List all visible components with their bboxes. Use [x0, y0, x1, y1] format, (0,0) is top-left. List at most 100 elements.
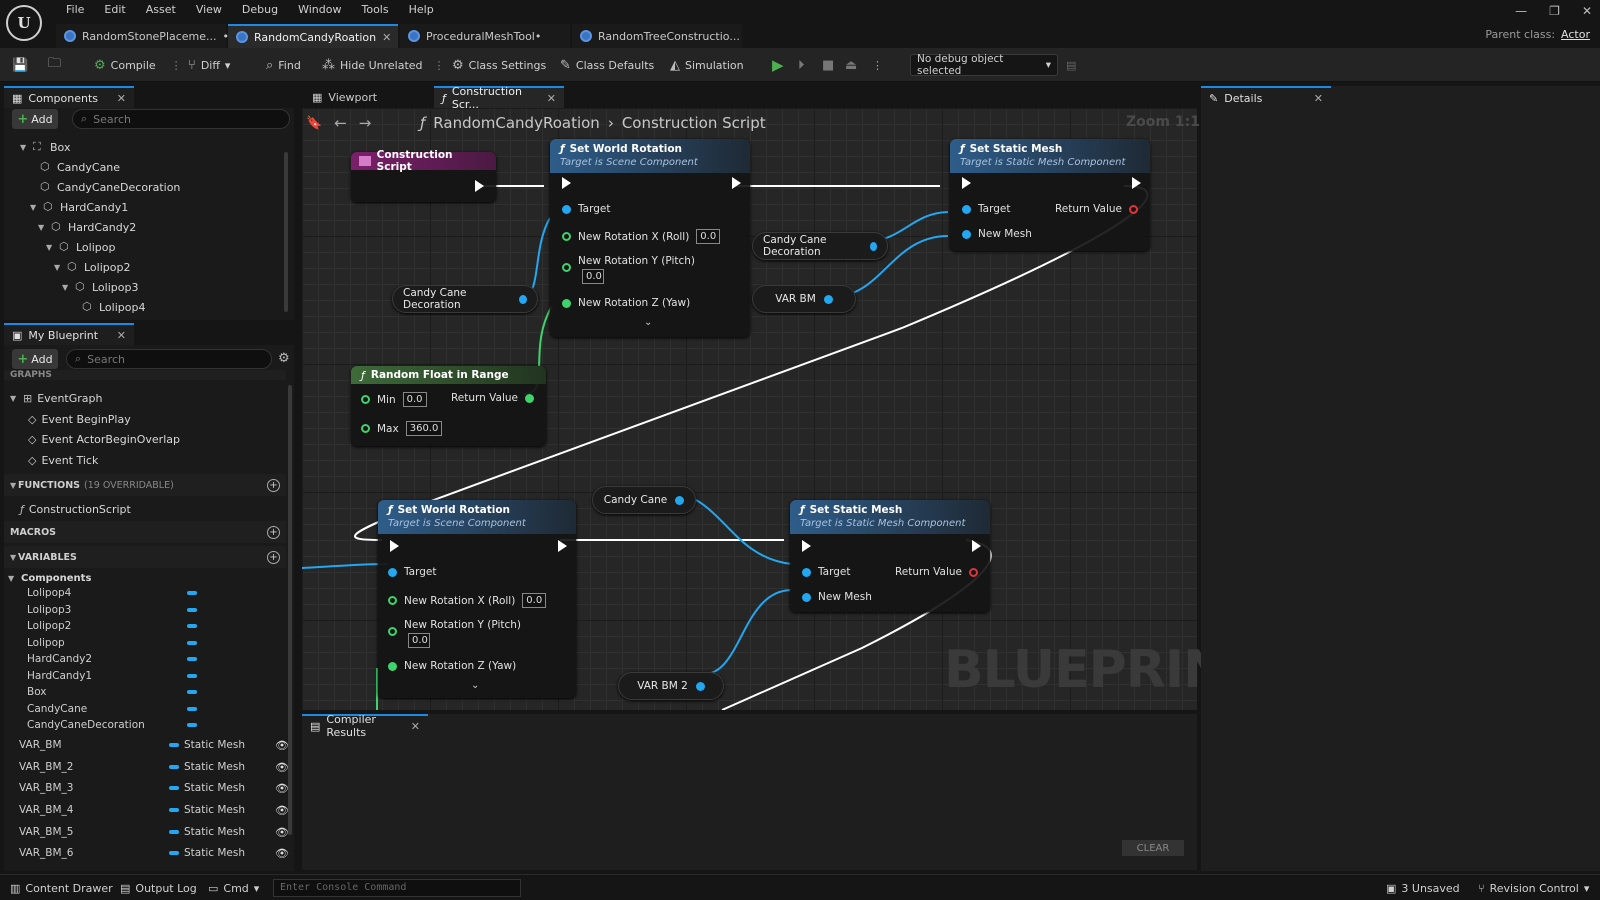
component-var-row[interactable]: Lolipop4 [27, 585, 197, 601]
event-graph-item[interactable]: ▼⊞EventGraph [10, 391, 103, 405]
content-drawer-button[interactable]: ▥Content Drawer [10, 881, 113, 895]
tab-random-candy[interactable]: RandomCandyRoation ✕ [228, 24, 398, 48]
event-begin-play[interactable]: ◇Event BeginPlay [28, 412, 131, 426]
unreal-logo-icon[interactable]: U [6, 5, 42, 41]
components-tab[interactable]: ▦ Components ✕ [4, 86, 134, 108]
new-mesh-pin[interactable]: New Mesh [962, 228, 1032, 240]
tree-item-candycanedecoration[interactable]: ⬡CandyCaneDecoration [40, 180, 181, 194]
tree-item-candycane[interactable]: ⬡CandyCane [40, 160, 121, 174]
simulation-button[interactable]: ◭Simulation [670, 57, 744, 73]
add-variable-icon[interactable]: + [267, 550, 280, 564]
event-actor-begin-overlap[interactable]: ◇Event ActorBeginOverlap [28, 432, 180, 446]
component-var-row[interactable]: Lolipop2 [27, 618, 197, 634]
macros-header[interactable]: MACROS+ [4, 521, 286, 543]
add-function-icon[interactable]: + [267, 478, 280, 492]
component-var-row[interactable]: CandyCane [27, 701, 197, 717]
tab-viewport[interactable]: ▦Viewport [312, 90, 378, 104]
exec-out-pin[interactable] [1132, 177, 1141, 189]
eject-button[interactable]: ⏏ [845, 48, 857, 82]
play-options-button[interactable]: ⋮ [872, 48, 883, 82]
tab-random-tree[interactable]: RandomTreeConstructio... [572, 24, 742, 48]
blueprint-scrollbar[interactable] [288, 385, 292, 835]
step-button[interactable]: ⏵ [798, 48, 805, 82]
close-icon[interactable]: ✕ [410, 719, 420, 733]
var-bm2-getter[interactable]: VAR BM 2 [618, 672, 724, 700]
component-var-row[interactable]: CandyCaneDecoration [27, 717, 197, 733]
candy-cane-decoration-getter[interactable]: Candy Cane Decoration [752, 232, 888, 260]
bookmark-icon[interactable]: 🔖 [306, 115, 323, 131]
browse-button[interactable]: 🗀 [48, 48, 61, 82]
unsaved-button[interactable]: ▣3 Unsaved [1386, 881, 1460, 895]
construction-script-node[interactable]: Construction Script [351, 149, 496, 202]
exec-out-pin[interactable] [475, 180, 484, 192]
close-icon[interactable]: ✕ [546, 91, 556, 105]
eye-icon[interactable]: 👁 [275, 803, 289, 817]
exec-in-pin[interactable] [962, 177, 971, 189]
target-pin[interactable]: Target [962, 203, 1010, 215]
tree-item-hardcandy2[interactable]: ▼⬡HardCandy2 [38, 220, 137, 234]
class-defaults-button[interactable]: ✎Class Defaults [560, 57, 655, 73]
exec-out-pin[interactable] [972, 540, 981, 552]
exec-in-pin[interactable] [390, 540, 399, 552]
tree-item-lolipop2[interactable]: ▼⬡Lolipop2 [54, 260, 131, 274]
menu-file[interactable]: File [66, 3, 85, 16]
eye-icon[interactable]: 👁 [275, 825, 289, 839]
eye-icon[interactable]: 👁 [275, 738, 289, 752]
menu-help[interactable]: Help [408, 3, 434, 16]
event-tick[interactable]: ◇Event Tick [28, 453, 99, 467]
components-search-input[interactable]: ⌕Search [72, 109, 290, 129]
components-category[interactable]: ▼Components [8, 572, 92, 584]
target-pin[interactable]: Target [562, 203, 610, 215]
rotation-z-pin[interactable]: New Rotation Z (Yaw) [388, 660, 516, 672]
stop-button[interactable]: ■ [822, 48, 834, 82]
exec-out-pin[interactable] [558, 540, 567, 552]
component-var-row[interactable]: Box [27, 684, 197, 700]
breadcrumb-class[interactable]: RandomCandyRoation [433, 114, 600, 132]
hide-unrelated-button[interactable]: ⁂Hide Unrelated⋮ [322, 57, 445, 73]
candy-cane-getter[interactable]: Candy Cane [592, 486, 696, 514]
tree-item-lolipop4[interactable]: ⬡Lolipop4 [82, 300, 146, 314]
details-tab[interactable]: ✎ Details ✕ [1201, 86, 1331, 108]
functions-header[interactable]: ▼FUNCTIONS(19 OVERRIDABLE)+ [4, 474, 286, 496]
exec-out-pin[interactable] [732, 177, 741, 189]
save-button[interactable]: 💾 [12, 48, 28, 82]
component-var-row[interactable]: HardCandy2 [27, 651, 197, 667]
exec-in-pin[interactable] [802, 540, 811, 552]
menu-window[interactable]: Window [298, 3, 342, 16]
tree-item-lolipop3[interactable]: ▼⬡Lolipop3 [62, 280, 139, 294]
class-settings-button[interactable]: ⚙Class Settings [452, 57, 547, 73]
back-arrow-icon[interactable]: ← [334, 114, 347, 132]
my-blueprint-tab[interactable]: ▣ My Blueprint ✕ [4, 323, 134, 345]
restore-icon[interactable]: ❐ [1549, 4, 1560, 18]
settings-gear-icon[interactable]: ⚙ [278, 351, 290, 366]
rotation-x-pin[interactable]: New Rotation X (Roll)0.0 [388, 593, 547, 608]
menu-asset[interactable]: Asset [145, 3, 176, 16]
target-pin[interactable]: Target [388, 566, 436, 578]
components-scrollbar[interactable] [284, 152, 288, 312]
component-var-row[interactable]: HardCandy1 [27, 668, 197, 684]
debug-filter-button[interactable]: ▤ [1066, 48, 1076, 82]
new-mesh-pin[interactable]: New Mesh [802, 591, 872, 603]
chevron-down-icon[interactable]: ⌄ [644, 317, 653, 328]
tree-item-lolipop[interactable]: ▼⬡Lolipop [46, 240, 116, 254]
tab-random-stone[interactable]: RandomStonePlaceme... • [56, 24, 229, 48]
menu-edit[interactable]: Edit [104, 3, 126, 16]
breadcrumb-graph[interactable]: Construction Script [621, 114, 766, 132]
var-bm-getter[interactable]: VAR BM [752, 285, 856, 313]
compiler-results-tab[interactable]: ▤ Compiler Results ✕ [302, 713, 428, 739]
blueprint-search-input[interactable]: ⌕Search [66, 349, 272, 369]
rotation-z-pin[interactable]: New Rotation Z (Yaw) [562, 297, 690, 309]
forward-arrow-icon[interactable]: → [358, 114, 372, 132]
